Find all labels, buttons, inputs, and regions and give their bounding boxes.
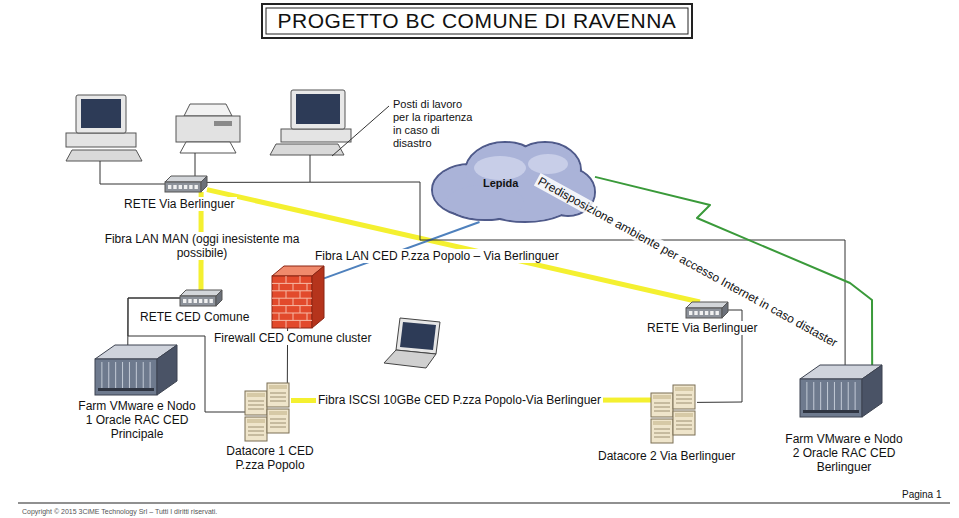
title-text: PROGETTO BC COMUNE DI RAVENNA [266,10,688,32]
printer [176,104,240,153]
node-label: Farm VMware e Nodo 1 Oracle RAC CED Prin… [72,399,202,441]
server-symbol [800,365,882,417]
node-label: Datacore 2 Via Berlinguer [596,449,737,463]
switch-symbol [165,176,207,192]
datacore-node: Datacore 1 CED P.zza Popolo [245,383,291,441]
link-label: Fibra ISCSI 10GBe CED P.zza Popolo-Via B… [316,393,603,407]
datacore-icon [651,385,697,443]
leader-line [332,106,389,156]
storage-symbol [651,385,695,443]
switch-symbol [180,290,222,306]
title-frame [262,4,692,38]
callout-note: Posti di lavoro per la ripartenza in cas… [393,98,477,150]
datacore-icon [245,383,291,441]
laptop [384,318,440,368]
switch-icon [165,176,207,192]
link-label: Fibra LAN CED P.zza Popolo – Via Berling… [313,249,561,263]
switch-node: RETE CED Comune [180,290,222,306]
footer-rule [18,502,950,503]
storage-symbol [245,383,289,441]
node-label: Datacore 1 CED P.zza Popolo [212,444,328,472]
switch-node: RETE Via Berlinguer [686,302,728,318]
switch-icon [180,290,222,306]
datacore-node: Datacore 2 Via Berlinguer [651,385,697,443]
node-label: RETE Via Berlinguer [122,197,237,211]
workstation [270,90,351,155]
node-label: RETE CED Comune [138,310,251,324]
server-icon [800,365,882,417]
link-label: Fibra LAN MAN (oggi inesistente ma possi… [100,232,304,260]
server-node: Farm VMware e Nodo 1 Oracle RAC CED Prin… [95,345,177,395]
cloud-node: Lepida [430,140,595,222]
node-label: Firewall CED Comune cluster [212,331,373,345]
server-symbol [95,345,177,395]
switch-icon [686,302,728,318]
page-number: Pagina 1 [902,489,941,501]
copyright-note: Copyright © 2015 3CiME Technology Srl – … [22,507,217,516]
node-label: Farm VMware e Nodo 2 Oracle RAC CED Berl… [779,432,909,474]
workstation [66,95,142,161]
server-icon [95,345,177,395]
cloud-fill [433,143,594,221]
server-node: Farm VMware e Nodo 2 Oracle RAC CED Berl… [800,365,882,417]
firewall-symbol [272,266,324,328]
node-label: Lepida [483,176,518,190]
firewall-icon [272,266,324,328]
firewall-node: Firewall CED Comune cluster [272,266,324,328]
switch-node: RETE Via Berlinguer [165,176,207,192]
node-label: RETE Via Berlinguer [645,321,760,335]
switch-symbol [686,302,728,318]
cloud-outline [432,142,595,222]
